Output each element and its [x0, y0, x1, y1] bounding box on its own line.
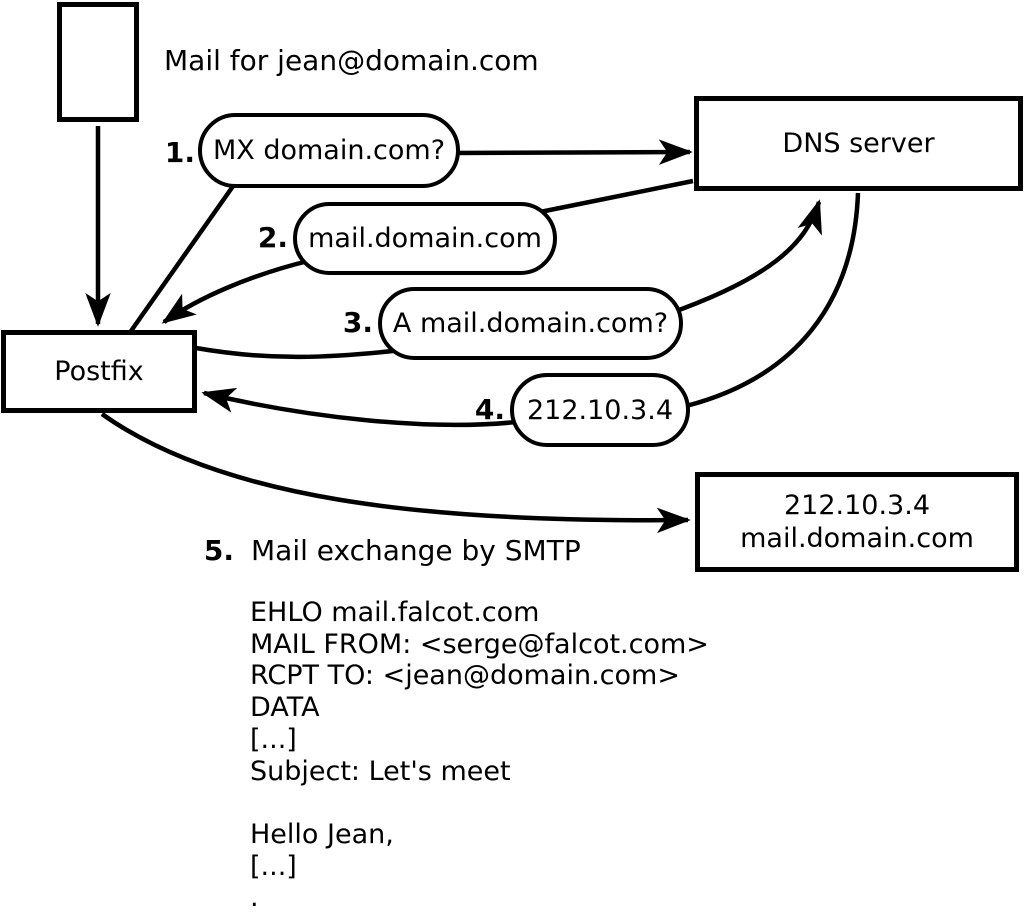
smtp-line: EHLO mail.falcot.com — [250, 597, 540, 628]
step-3-label: A mail.domain.com? — [392, 308, 669, 339]
smtp-line: MAIL FROM: <serge@falcot.com> — [250, 628, 709, 660]
line-dns-to-step2 — [539, 178, 694, 215]
smtp-line: Hello Jean, — [250, 818, 394, 850]
postfix-node: Postfix — [1, 330, 197, 413]
arrow-step1-to-dns — [451, 139, 693, 165]
step-2-label: mail.domain.com — [308, 223, 542, 254]
step-2-bubble: mail.domain.com — [293, 202, 557, 275]
arrow-step4-to-postfix — [201, 387, 517, 428]
smtp-line: RCPT TO: <jean@domain.com> — [250, 660, 680, 692]
step-1-bubble: MX domain.com? — [198, 113, 460, 188]
smtp-transcript: EHLO mail.falcot.com MAIL FROM: <serge@f… — [250, 597, 709, 914]
step-2-number: 2. — [257, 221, 288, 254]
step-1-label: MX domain.com? — [212, 135, 446, 166]
arrow-postfix-to-mailserver — [100, 412, 691, 534]
line-postfix-to-step3 — [195, 345, 403, 360]
line-dns-to-step4 — [677, 192, 861, 411]
line-postfix-to-step1 — [129, 170, 245, 333]
dns-server-node: DNS server — [694, 96, 1023, 191]
mail-server-node: 212.10.3.4 mail.domain.com — [695, 472, 1019, 572]
step-1-number: 1. — [164, 136, 195, 169]
mail-server-ip-label: 212.10.3.4 — [784, 490, 930, 521]
smtp-line: DATA — [250, 692, 320, 724]
smtp-line: Subject: Let's meet — [250, 755, 511, 787]
postfix-node-label: Postfix — [54, 356, 144, 387]
smtp-line: [...] — [250, 850, 297, 882]
step-5-number: 5. — [203, 534, 234, 567]
step-4-label: 212.10.3.4 — [527, 394, 673, 426]
smtp-line — [250, 787, 709, 819]
step-3-bubble: A mail.domain.com? — [378, 287, 683, 360]
arrow-step2-to-postfix — [161, 257, 313, 324]
mail-server-hostname-label: mail.domain.com — [740, 523, 974, 554]
step-5-label: Mail exchange by SMTP — [251, 534, 581, 567]
step-4-bubble: 212.10.3.4 — [510, 373, 690, 447]
step-3-number: 3. — [342, 306, 373, 339]
arrow-step3-to-dns — [667, 199, 822, 317]
message-envelope-node — [57, 2, 139, 122]
step-4-number: 4. — [474, 393, 505, 426]
diagram-title: Mail for jean@domain.com — [164, 44, 539, 77]
smtp-line: . — [250, 882, 259, 914]
smtp-line: [...] — [250, 723, 297, 755]
dns-server-node-label: DNS server — [782, 128, 935, 159]
